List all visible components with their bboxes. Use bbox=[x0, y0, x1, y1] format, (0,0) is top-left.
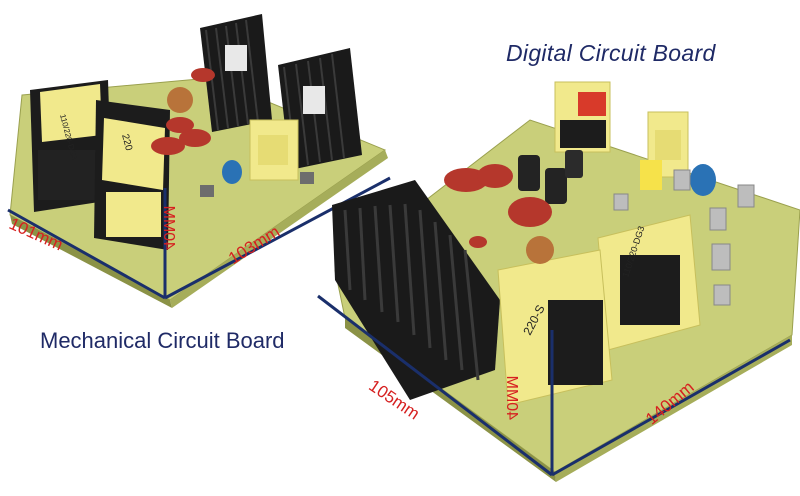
dig-transformer-front bbox=[497, 249, 613, 406]
mech-small-transformer bbox=[249, 119, 299, 181]
dig-height-dimension: 40MM bbox=[503, 375, 520, 420]
mech-height-dimension: 40MM bbox=[160, 205, 177, 250]
dig-small-transformer-1 bbox=[554, 81, 611, 153]
dig-dimension-lines bbox=[317, 294, 791, 477]
mech-transformer-2 bbox=[94, 100, 170, 250]
mechanical-board-caption: Mechanical Circuit Board bbox=[40, 328, 285, 353]
mechanical-circuit-board: 110/220-DG3 220 bbox=[9, 14, 388, 308]
dig-toroid bbox=[526, 236, 554, 264]
digital-board-caption: Digital Circuit Board bbox=[506, 40, 716, 66]
digital-circuit-board: 110/220-DG3 220-S bbox=[332, 81, 800, 482]
mech-heatsink-2 bbox=[278, 48, 362, 170]
mech-dimension-lines bbox=[7, 176, 391, 300]
mech-capacitors bbox=[151, 68, 242, 184]
dig-electrolytic-capacitors bbox=[518, 150, 583, 204]
dig-heatsink bbox=[332, 180, 500, 400]
dig-film-capacitors bbox=[444, 160, 716, 248]
dig-terminals bbox=[613, 169, 755, 306]
dig-transformer-main bbox=[597, 214, 701, 351]
mech-toroid bbox=[167, 87, 193, 113]
mech-heatsink-1 bbox=[200, 14, 272, 132]
mech-transformer-main bbox=[30, 80, 112, 212]
mech-transformer2-label: 220 bbox=[119, 133, 134, 152]
